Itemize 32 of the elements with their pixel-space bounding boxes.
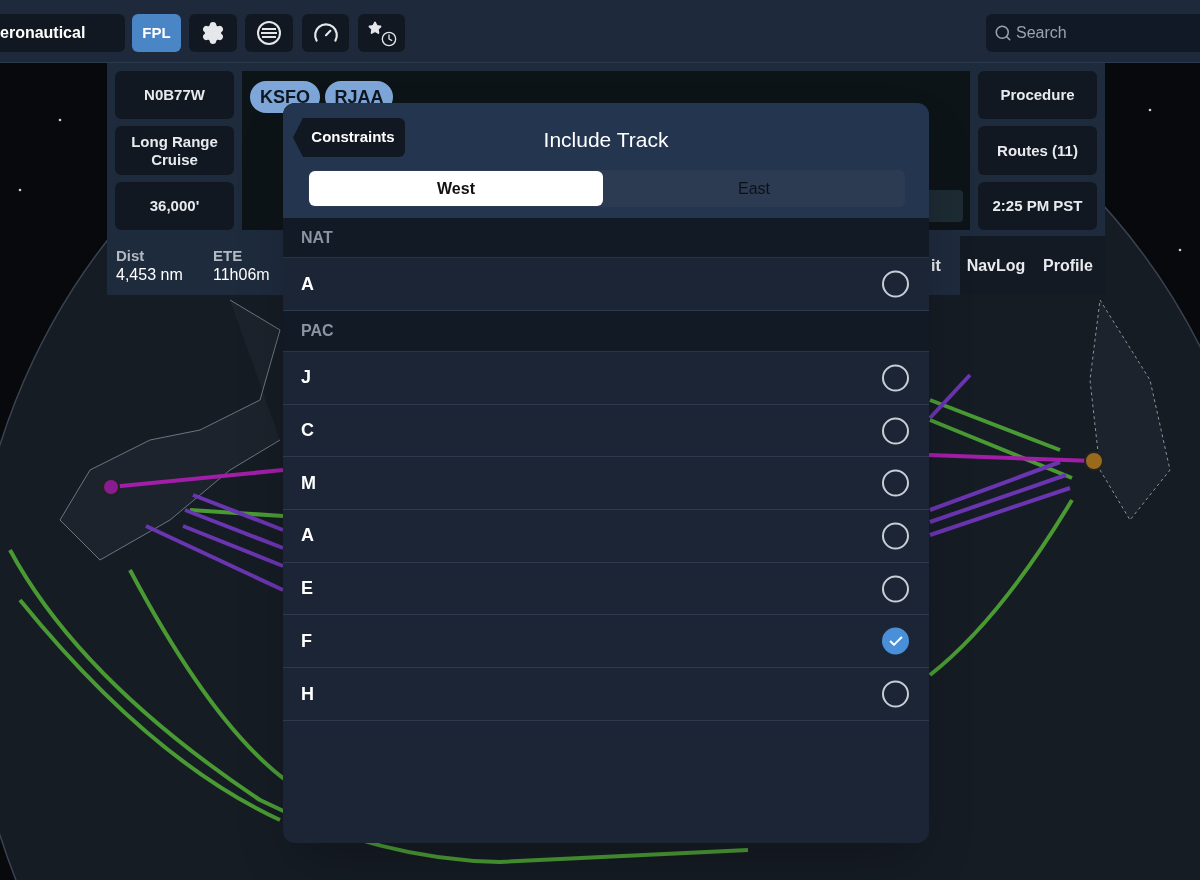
stat-label: Dist [116, 246, 146, 265]
track-name: H [301, 682, 314, 706]
edit-button: it [929, 252, 943, 280]
stat-label: ETE [213, 246, 244, 265]
track-name: A [301, 272, 314, 296]
back-button: Constraints [293, 118, 405, 157]
routes-button: Routes (11) [978, 126, 1097, 175]
search-placeholder: Search [1016, 23, 1067, 43]
aircraft-button: N0B77W [115, 71, 234, 119]
altitude-button: 36,000' [115, 182, 234, 230]
track-name: F [301, 629, 312, 653]
profile-button: Profile [1036, 244, 1100, 288]
popover-panel [283, 103, 929, 843]
search-field [986, 14, 1200, 52]
track-name: C [301, 419, 314, 443]
stat-value: 11h06m [213, 265, 271, 284]
segment-tab: West [309, 171, 603, 206]
map-layer-button: eronautical [0, 14, 125, 52]
track-name: E [301, 577, 313, 601]
popover-title: Include Track [542, 127, 670, 153]
time-button: 2:25 PM PST [978, 182, 1097, 230]
stat-value: 4,453 nm [116, 265, 184, 284]
section-header: PAC [283, 311, 929, 352]
performance-button: Long Range Cruise [115, 126, 234, 175]
track-name: J [301, 366, 311, 390]
procedure-button: Procedure [978, 71, 1097, 119]
track-name: M [301, 471, 316, 495]
section-header: NAT [283, 218, 929, 258]
navlog-button: NavLog [960, 244, 1032, 288]
track-name: A [301, 524, 314, 548]
segment-tab: East [605, 171, 903, 206]
fpl-button: FPL [132, 14, 181, 52]
